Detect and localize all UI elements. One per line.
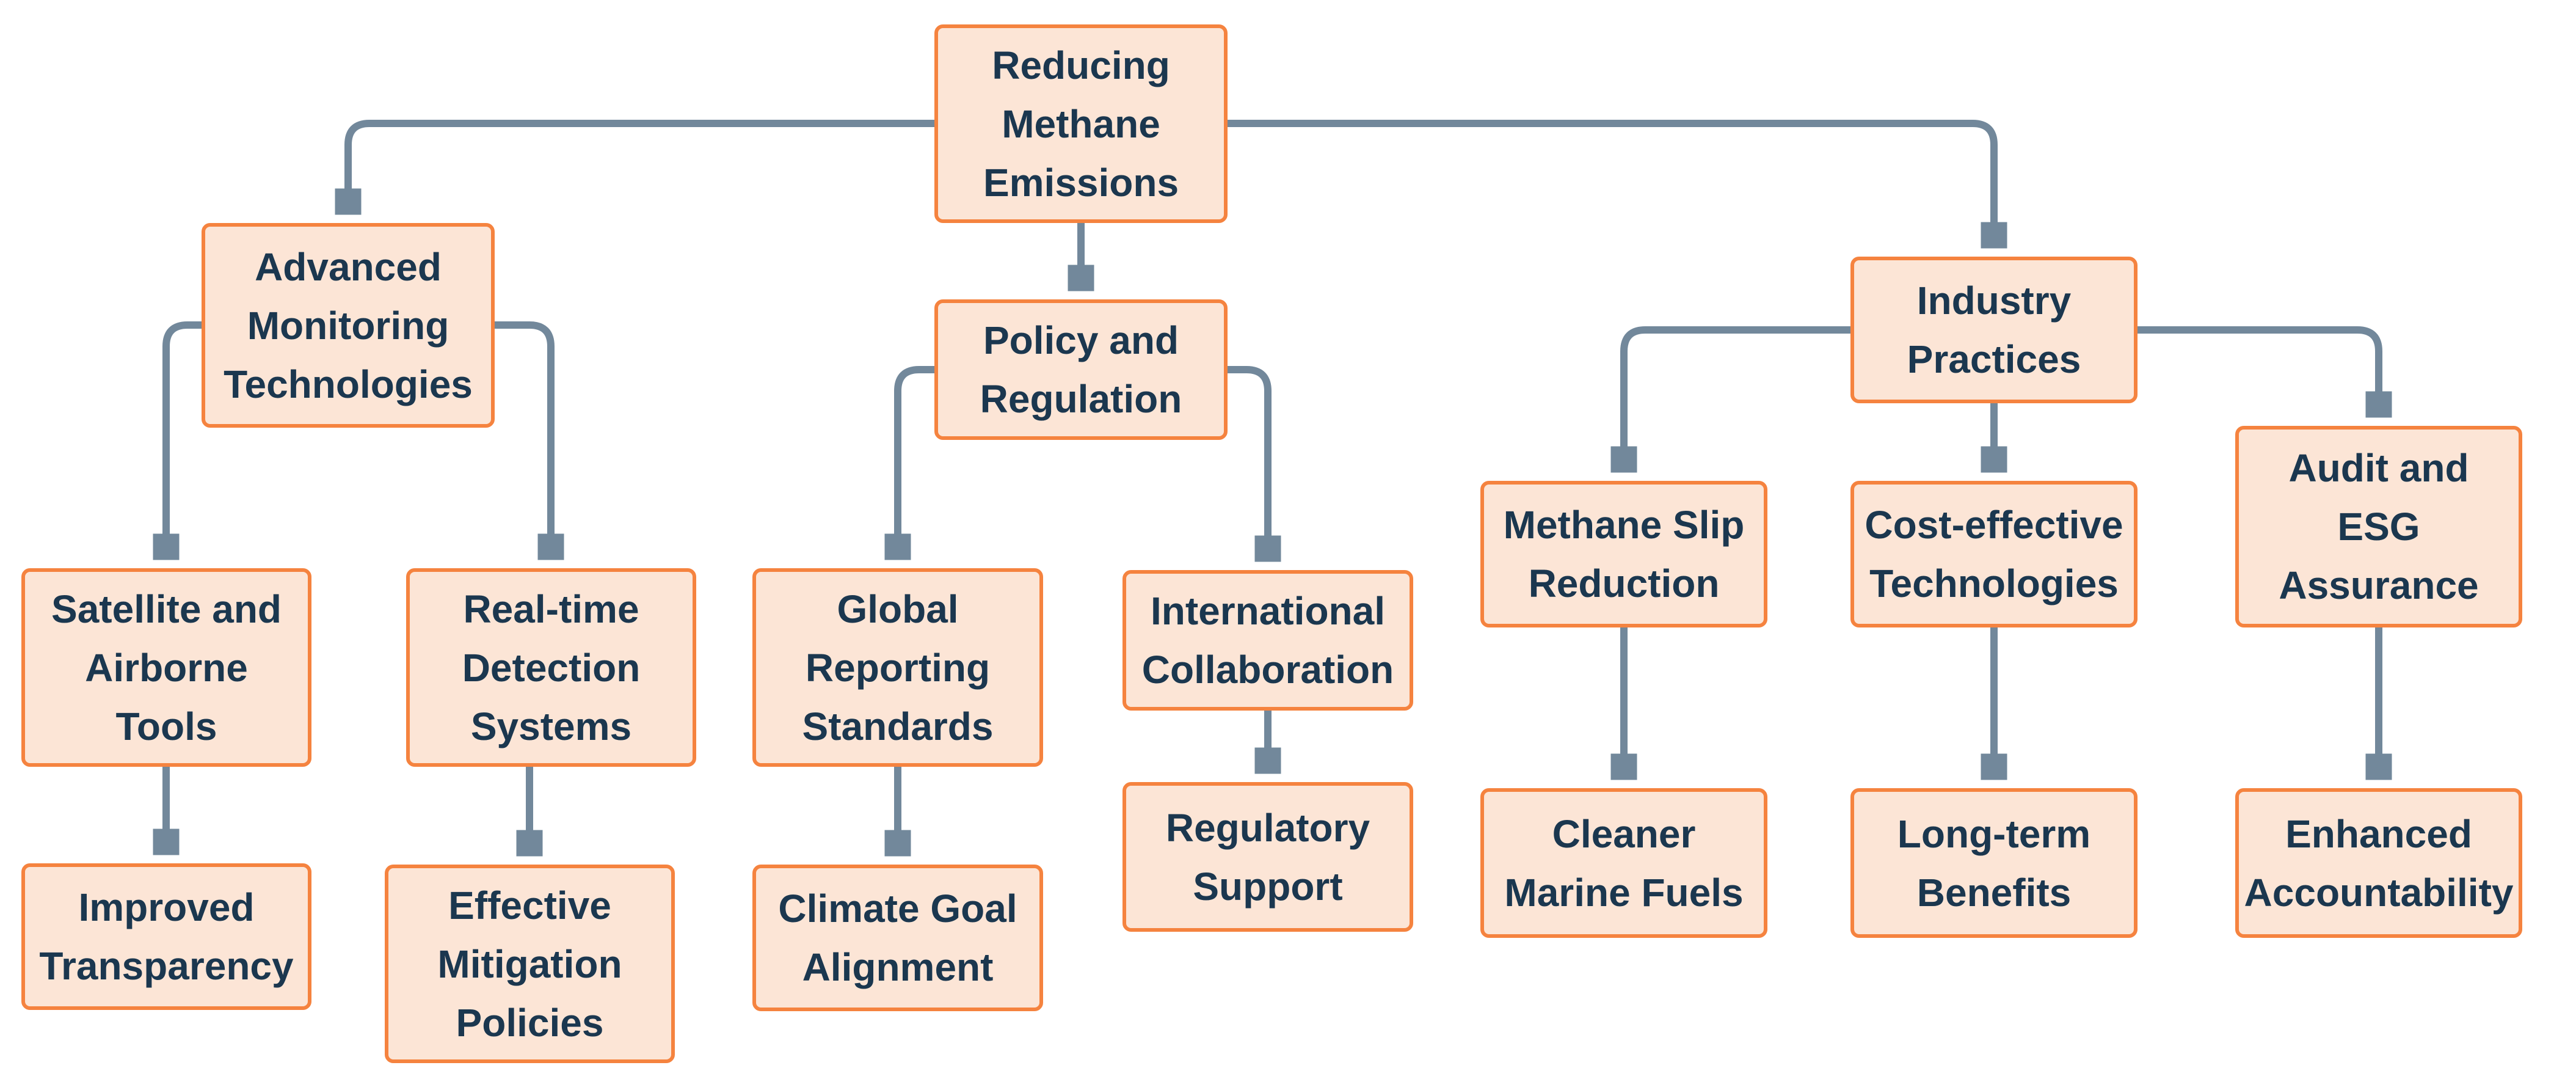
node-label: Audit and ESG Assurance [2279, 446, 2479, 607]
node-methane-slip-reduction: Methane Slip Reduction [1480, 481, 1767, 627]
node-label: Cleaner Marine Fuels [1504, 811, 1744, 915]
node-audit-and-esg-assurance: Audit and ESG Assurance [2235, 426, 2522, 627]
node-reducing-methane-emissions: Reducing Methane Emissions [934, 24, 1228, 223]
node-realtime-detection-systems: Real-time Detection Systems [406, 568, 696, 767]
edge-policy-regulation-to-intl-collaboration [1228, 366, 1268, 558]
edge-policy-regulation-to-global-reporting [898, 366, 934, 556]
edge-industry-practices-to-methane-slip [1624, 326, 1850, 469]
node-label: International Collaboration [1141, 589, 1394, 692]
node-policy-and-regulation: Policy and Regulation [934, 299, 1228, 440]
edge-root-to-industry-practices [1228, 120, 1994, 244]
node-label: Enhanced Accountability [2244, 811, 2514, 915]
edge-advanced-monitoring-to-satellite-airborne [166, 321, 202, 556]
node-label: Satellite and Airborne Tools [51, 587, 282, 748]
node-climate-goal-alignment: Climate Goal Alignment [752, 865, 1043, 1011]
node-label: Advanced Monitoring Technologies [224, 244, 473, 406]
node-label: Long-term Benefits [1897, 811, 2091, 915]
node-label: Policy and Regulation [980, 318, 1182, 421]
node-label: Real-time Detection Systems [462, 587, 641, 748]
edge-root-to-advanced-monitoring [348, 120, 934, 211]
node-industry-practices: Industry Practices [1850, 257, 2138, 403]
edge-industry-practices-to-audit-esg [2138, 326, 2379, 414]
node-label: Improved Transparency [39, 885, 294, 988]
node-enhanced-accountability: Enhanced Accountability [2235, 788, 2522, 938]
node-satellite-and-airborne-tools: Satellite and Airborne Tools [21, 568, 311, 767]
node-label: Reducing Methane Emissions [983, 43, 1179, 205]
node-label: Regulatory Support [1165, 805, 1370, 909]
node-global-reporting-standards: Global Reporting Standards [752, 568, 1043, 767]
node-advanced-monitoring-technologies: Advanced Monitoring Technologies [202, 223, 495, 428]
node-cleaner-marine-fuels: Cleaner Marine Fuels [1480, 788, 1767, 938]
node-label: Methane Slip Reduction [1503, 503, 1745, 605]
edge-advanced-monitoring-to-realtime-detection [495, 321, 551, 556]
node-label: Industry Practices [1907, 279, 2081, 381]
node-label: Cost-effective Technologies [1865, 503, 2123, 605]
node-effective-mitigation-policies: Effective Mitigation Policies [385, 865, 675, 1063]
node-label: Effective Mitigation Policies [437, 883, 622, 1045]
node-label: Climate Goal Alignment [778, 887, 1017, 989]
node-long-term-benefits: Long-term Benefits [1850, 788, 2138, 938]
node-label: Global Reporting Standards [802, 587, 994, 748]
node-regulatory-support: Regulatory Support [1122, 782, 1413, 932]
node-cost-effective-technologies: Cost-effective Technologies [1850, 481, 2138, 627]
node-improved-transparency: Improved Transparency [21, 863, 311, 1010]
node-international-collaboration: International Collaboration [1122, 570, 1413, 711]
